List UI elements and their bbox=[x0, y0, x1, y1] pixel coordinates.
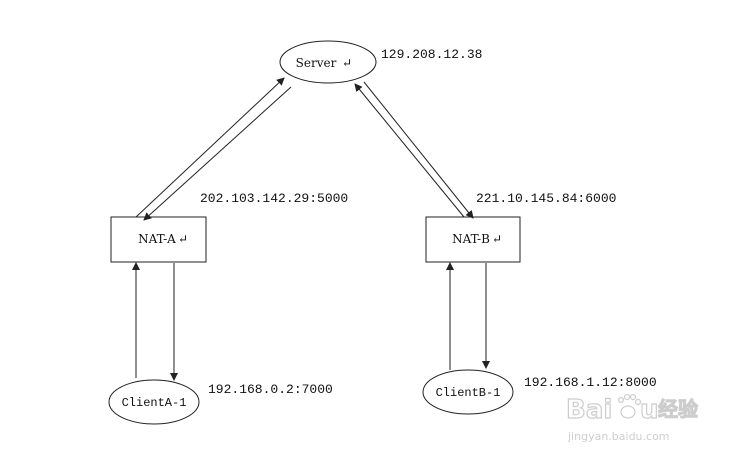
server-label: Server bbox=[296, 56, 337, 70]
nat-a-address: 202.103.142.29:5000 bbox=[200, 191, 348, 206]
nat-a-label: NAT-A bbox=[138, 232, 176, 246]
client-b-node: ClientB-1 bbox=[422, 369, 514, 415]
client-a-node: ClientA-1 bbox=[108, 379, 200, 425]
arrow-nat-a-to-server bbox=[135, 77, 285, 218]
server-node: Server ↵ bbox=[279, 40, 377, 84]
nat-a-node: NAT-A ↵ bbox=[110, 216, 207, 263]
nat-b-paragraph-mark: ↵ bbox=[492, 232, 502, 246]
client-a-address: 192.168.0.2:7000 bbox=[208, 382, 333, 397]
client-a-label: ClientA-1 bbox=[122, 396, 187, 410]
arrow-server-to-nat-a bbox=[143, 86, 292, 221]
client-b-label: ClientB-1 bbox=[436, 386, 501, 400]
nat-b-label: NAT-B bbox=[452, 232, 490, 246]
nat-b-node: NAT-B ↵ bbox=[425, 216, 521, 263]
watermark-url: jingyan.baidu.com bbox=[567, 430, 670, 443]
paw-icon bbox=[617, 393, 642, 419]
watermark-brand: Bai bbox=[566, 395, 612, 425]
client-b-address: 192.168.1.12:8000 bbox=[524, 375, 657, 390]
nat-a-paragraph-mark: ↵ bbox=[178, 232, 188, 246]
baidu-watermark: Bai u 经验 jingyan.baidu.com bbox=[565, 393, 699, 443]
server-address: 129.208.12.38 bbox=[381, 47, 482, 62]
arrow-server-to-nat-b bbox=[363, 81, 474, 219]
watermark-brand-cn: 经验 bbox=[658, 397, 698, 421]
watermark-brand-tail: u bbox=[640, 395, 659, 425]
arrow-nat-b-to-server bbox=[354, 83, 465, 218]
nat-b-address: 221.10.145.84:6000 bbox=[476, 191, 616, 206]
server-paragraph-mark: ↵ bbox=[342, 56, 352, 70]
